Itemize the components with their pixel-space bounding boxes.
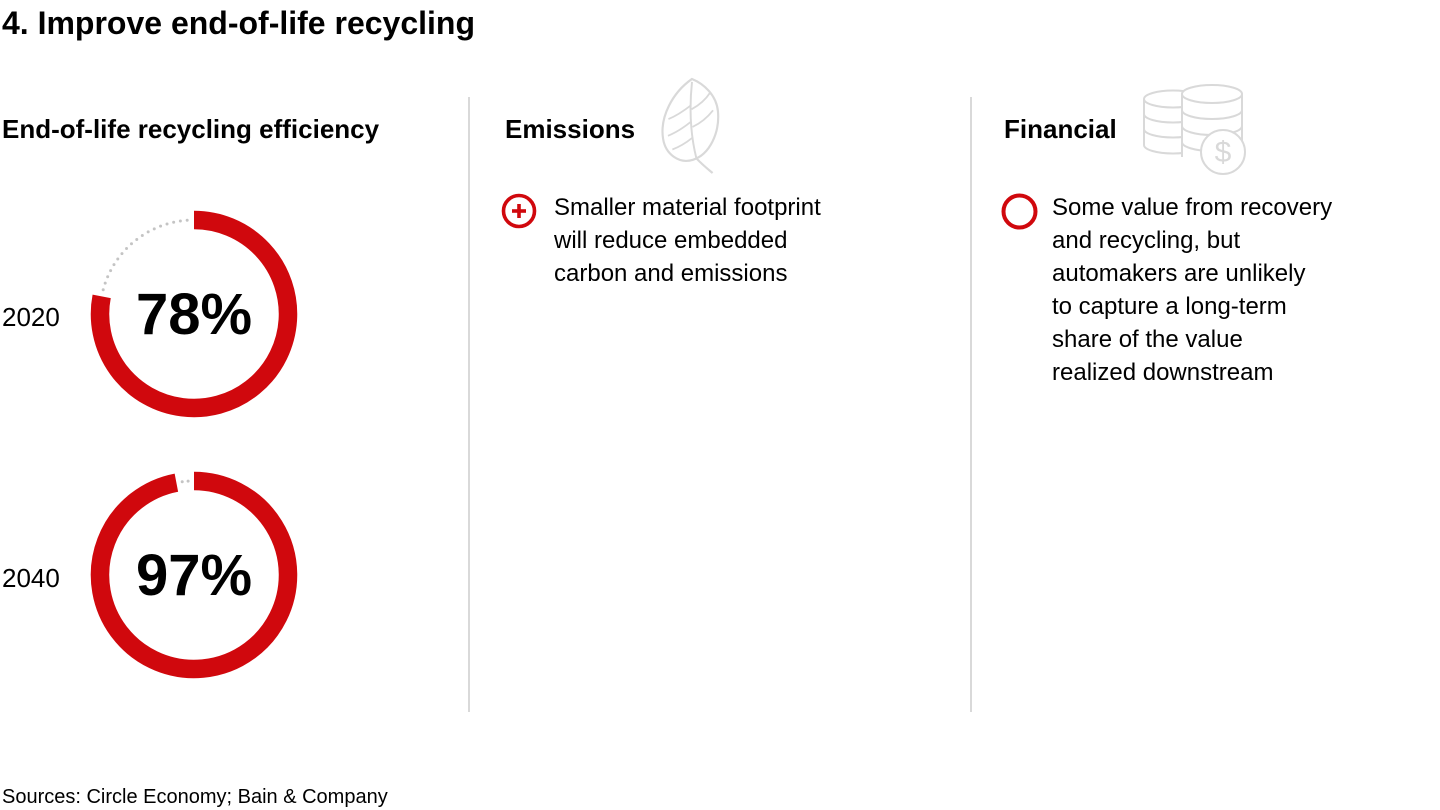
column-header-efficiency: End-of-life recycling efficiency [2,114,380,144]
donut-ring-2040 [90,471,298,679]
donut-remainder-dot [180,480,184,484]
donut-arc-filled [90,210,298,418]
donut-remainder-dot [135,237,139,241]
donut-chart-2040: 97% [89,470,299,680]
donut-remainder-dot [109,269,113,273]
circle-icon [1000,192,1040,237]
donut-remainder-dot [101,288,105,292]
donut-year-label-2020: 2020 [2,302,60,332]
donut-remainder-dot [129,242,133,246]
sources-note: Sources: Circle Economy; Bain & Company [2,786,388,808]
donut-remainder-dot [106,275,110,279]
donut-remainder-dot [165,222,169,226]
donut-year-label-2040: 2040 [2,563,60,593]
donut-remainder-dot [112,263,116,267]
donut-remainder-dot [185,218,189,222]
leaf-icon [654,76,728,179]
page-title: 4. Improve end-of-life recycling [2,5,475,41]
donut-remainder-dot [120,252,124,256]
donut-remainder-dot [178,219,182,223]
donut-value-2040: 97% [135,542,253,608]
coins-icon: $ [1140,82,1246,181]
plus-circle-icon [500,192,538,235]
donut-remainder-dot [186,479,190,483]
donut-value-2020: 78% [135,281,253,347]
column-header-emissions: Emissions [505,114,636,144]
donut-remainder-dot [140,233,144,237]
emissions-bullet-text: Smaller material footprint will reduce e… [554,194,821,287]
donut-ring-2020 [90,210,298,418]
column-divider [970,97,972,712]
column-header-financial: Financial [1004,114,1117,144]
column-divider [468,97,470,712]
donut-remainder-dot [152,227,156,231]
donut-remainder-dot [125,247,129,251]
donut-remainder-dot [103,281,107,285]
donut-remainder-dot [172,220,176,224]
donut-chart-2020: 78% [89,209,299,419]
donut-remainder-dot [146,230,150,234]
donut-remainder-dot [116,257,120,261]
dollar-sign-glyph: $ [1215,136,1232,169]
donut-remainder-dot [159,224,163,228]
financial-bullet-text: Some value from recovery and recycling, … [1052,194,1333,386]
donut-arc-filled [90,471,298,679]
